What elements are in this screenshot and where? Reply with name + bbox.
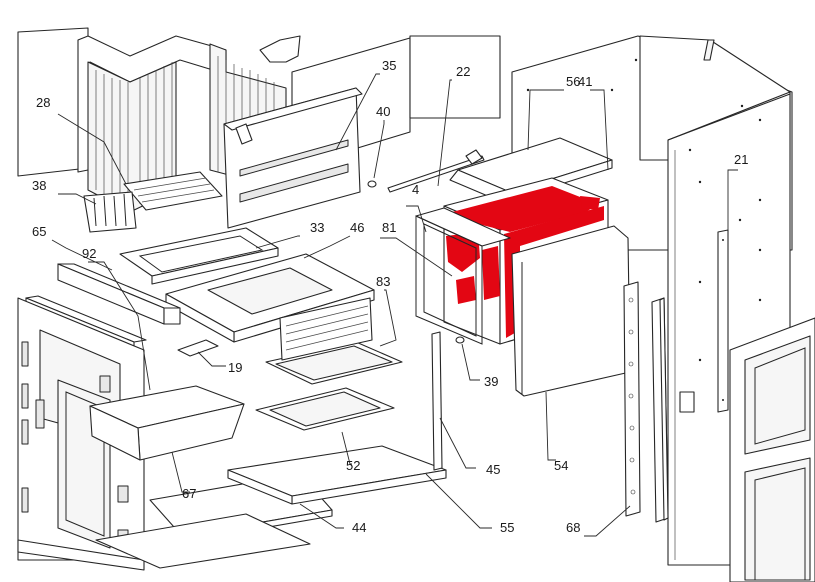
label-92: 92	[82, 246, 96, 261]
rear-panel-top	[409, 35, 501, 119]
floor-plate-55	[227, 445, 447, 505]
label-65: 65	[32, 224, 46, 239]
window-frame-52	[255, 387, 395, 431]
post-rear	[651, 297, 669, 523]
label-81: 81	[382, 220, 396, 235]
ash-grate	[123, 171, 223, 211]
label-22: 22	[456, 64, 470, 79]
back-plate-35	[223, 87, 363, 229]
label-35: 35	[382, 58, 396, 73]
base-tray-33	[119, 227, 279, 285]
burner-piece-38	[83, 191, 137, 233]
highlight-patch	[452, 186, 598, 232]
leader-lines	[51, 73, 738, 537]
label-45: 45	[486, 462, 500, 477]
side-strip-21	[717, 229, 729, 413]
strip-45	[431, 331, 443, 471]
label-21: 21	[734, 152, 748, 167]
left-side-frame	[17, 297, 145, 571]
highlight-patch	[580, 196, 600, 210]
highlight-patches	[446, 186, 604, 338]
clip-19	[177, 339, 219, 357]
label-41: 41	[578, 74, 592, 89]
door-assembly	[679, 317, 815, 582]
ash-pan	[89, 385, 245, 461]
label-4: 4	[412, 182, 419, 197]
highlight-patch	[456, 276, 476, 304]
side-panel-54	[511, 225, 631, 397]
part-labels: 28 38 65 92 35 40 22 56 41 21 33 46 4 81…	[32, 58, 748, 535]
label-28: 28	[36, 95, 50, 110]
rod-22	[387, 149, 485, 193]
label-55: 55	[500, 520, 514, 535]
post-68-holes	[628, 297, 636, 495]
body-holes	[526, 58, 762, 362]
label-46: 46	[350, 220, 364, 235]
label-40: 40	[376, 104, 390, 119]
door-frame-81	[415, 207, 511, 345]
highlight-patch	[462, 242, 470, 256]
label-56: 56	[566, 74, 580, 89]
label-83: 83	[376, 274, 390, 289]
fins	[95, 62, 173, 206]
highlight-patch	[504, 206, 604, 338]
frame-slots	[21, 341, 129, 543]
label-52: 52	[346, 458, 360, 473]
post-68	[623, 281, 641, 517]
label-68: 68	[566, 520, 580, 535]
label-33: 33	[310, 220, 324, 235]
pin-40	[367, 180, 377, 188]
label-44: 44	[352, 520, 366, 535]
label-54: 54	[554, 458, 568, 473]
bracket-39	[455, 336, 465, 344]
label-19: 19	[228, 360, 242, 375]
label-39: 39	[484, 374, 498, 389]
grate-frame-83	[265, 297, 403, 385]
label-38: 38	[32, 178, 46, 193]
highlight-patch	[482, 246, 500, 300]
label-67: 67	[182, 486, 196, 501]
